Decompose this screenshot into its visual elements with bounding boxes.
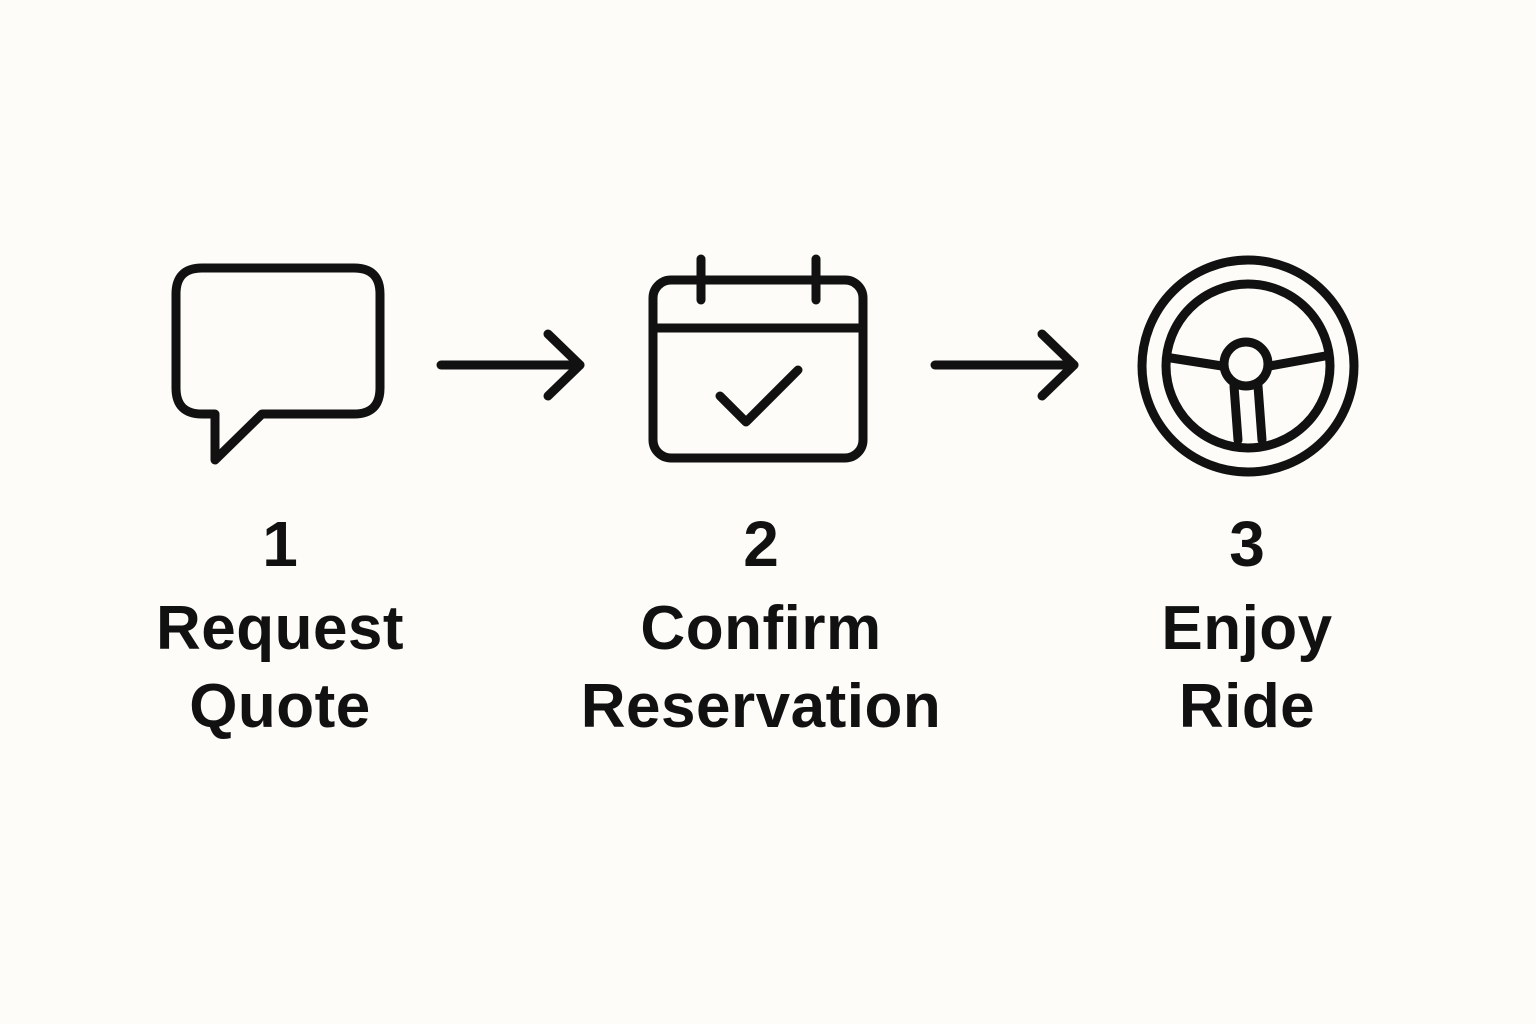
step-number: 3 bbox=[1229, 508, 1265, 580]
step-number: 1 bbox=[262, 508, 298, 580]
step-label-line: Request bbox=[155, 594, 405, 663]
step-label-line: Ride bbox=[1178, 672, 1316, 741]
step-label: Confirm Reservation bbox=[541, 590, 981, 746]
step-3-text: 3 Enjoy Ride bbox=[1087, 508, 1407, 746]
step-label: Enjoy Ride bbox=[1087, 590, 1407, 746]
step-label-line: Enjoy bbox=[1161, 594, 1333, 663]
step-number: 2 bbox=[743, 508, 779, 580]
step-label-line: Quote bbox=[189, 672, 371, 741]
step-1-text: 1 Request Quote bbox=[120, 508, 440, 746]
step-label: Request Quote bbox=[120, 590, 440, 746]
calendar-check-icon bbox=[646, 254, 870, 466]
step-2-text: 2 Confirm Reservation bbox=[541, 508, 981, 746]
arrow-right-icon bbox=[930, 329, 1082, 401]
step-label-line: Confirm bbox=[640, 594, 882, 663]
steering-wheel-icon bbox=[1136, 254, 1360, 478]
speech-bubble-icon bbox=[170, 262, 390, 472]
step-label-line: Reservation bbox=[580, 672, 942, 741]
arrow-right-icon bbox=[436, 329, 588, 401]
